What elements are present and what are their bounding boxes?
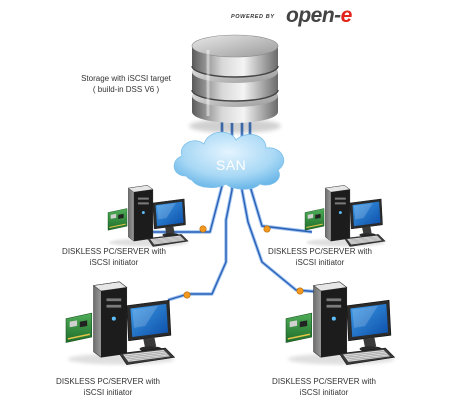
keyboard-icon xyxy=(338,347,396,365)
client-label-bottom-right: DISKLESS PC/SERVER with iSCSI initiator xyxy=(262,376,386,398)
storage-label-line1: Storage with iSCSI target xyxy=(81,74,171,83)
client-label-top-left: DISKLESS PC/SERVER with iSCSI initiator xyxy=(52,246,176,268)
brand-main: open- xyxy=(286,4,341,27)
client-pc-bottom-left xyxy=(65,281,176,365)
brand-logo: open-e xyxy=(286,4,352,28)
client-label-line1: DISKLESS PC/SERVER with xyxy=(272,377,376,386)
brand-accent: e xyxy=(340,4,353,27)
client-label-line2: iSCSI initiator xyxy=(89,258,139,267)
powered-by-label: POWERED BY xyxy=(231,14,275,20)
keyboard-icon xyxy=(118,347,176,365)
storage-server-icon xyxy=(189,34,281,133)
pc-tower-icon xyxy=(92,281,128,358)
cable-connectors xyxy=(183,225,304,299)
network-card-icon xyxy=(65,312,93,343)
keyboard-icon xyxy=(344,234,386,247)
san-label: SAN xyxy=(216,157,247,173)
network-card-icon xyxy=(285,312,313,343)
client-pc-top-right xyxy=(304,185,386,247)
monitor-icon xyxy=(349,198,383,238)
client-label-line2: iSCSI initiator xyxy=(295,258,345,267)
connector-dot xyxy=(296,287,304,295)
cloud-icon xyxy=(173,131,285,190)
network-card-icon xyxy=(304,208,325,231)
client-label-bottom-left: DISKLESS PC/SERVER with iSCSI initiator xyxy=(46,376,170,398)
client-pc-top-left xyxy=(107,185,189,247)
pc-tower-icon xyxy=(312,281,348,358)
client-pc-bottom-right xyxy=(285,281,396,365)
client-label-top-right: DISKLESS PC/SERVER with iSCSI initiator xyxy=(258,246,382,268)
keyboard-icon xyxy=(147,234,189,247)
client-label-line2: iSCSI initiator xyxy=(299,388,349,397)
monitor-icon xyxy=(346,299,392,352)
pc-tower-icon xyxy=(324,185,351,242)
client-label-line1: DISKLESS PC/SERVER with xyxy=(56,377,160,386)
storage-label-line2: ( build-in DSS V6 ) xyxy=(92,85,160,94)
connector-dot xyxy=(199,225,207,233)
pc-tower-icon xyxy=(127,185,154,242)
client-label-line2: iSCSI initiator xyxy=(83,388,133,397)
connector-dot xyxy=(263,225,271,233)
client-label-line1: DISKLESS PC/SERVER with xyxy=(268,247,372,256)
storage-label: Storage with iSCSI target ( build-in DSS… xyxy=(62,73,190,95)
network-card-icon xyxy=(107,208,128,231)
connector-dot xyxy=(183,291,191,299)
monitor-icon xyxy=(126,299,172,352)
client-label-line1: DISKLESS PC/SERVER with xyxy=(62,247,166,256)
